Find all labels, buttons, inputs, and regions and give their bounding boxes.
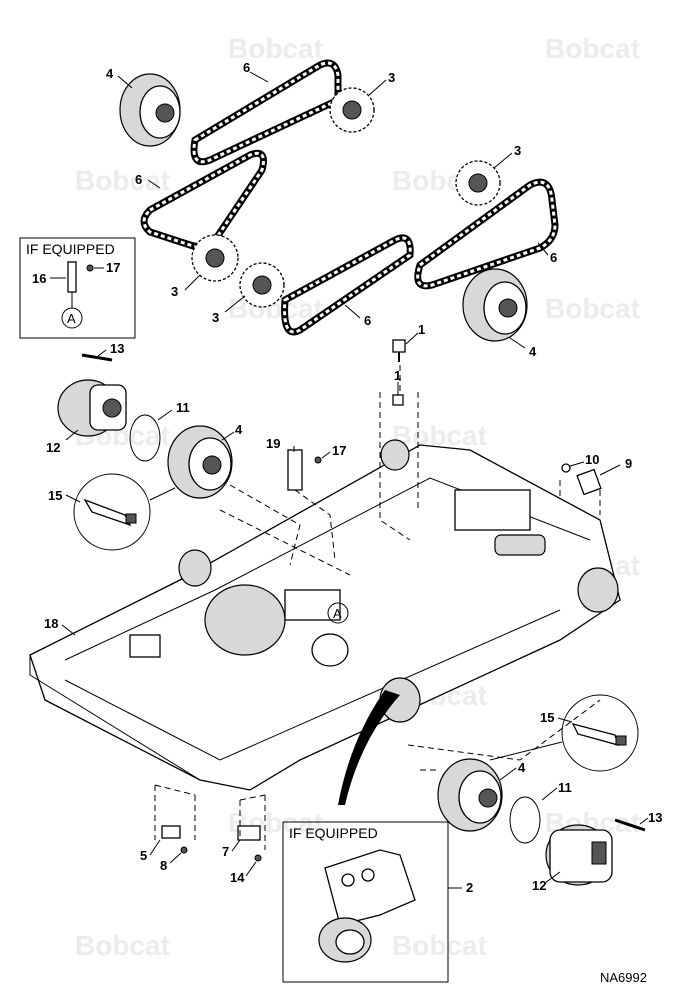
bolt-left xyxy=(81,353,113,362)
clip-item-9 xyxy=(576,468,602,496)
drive-hub-left xyxy=(167,425,233,499)
drive-chain-right xyxy=(414,178,559,290)
watermark-text: Bobcat xyxy=(75,930,170,961)
inset-if-equipped-top: IF EQUIPPED A xyxy=(19,237,136,339)
drive-hub-right xyxy=(462,268,528,342)
callout-label: 11 xyxy=(176,400,190,415)
callout-label: 16 xyxy=(32,271,46,286)
callout-label: 15 xyxy=(540,710,554,725)
drive-hub-upper-left xyxy=(119,73,181,147)
callout-label: 13 xyxy=(648,810,662,825)
callout-label: 4 xyxy=(235,422,243,437)
callout-label: 17 xyxy=(106,260,120,275)
axle-tube-right xyxy=(577,567,619,613)
callout-label: 8 xyxy=(160,858,167,873)
hydraulic-motor-right xyxy=(545,824,613,886)
callout-label: 17 xyxy=(332,443,346,458)
figure-id: NA6992 xyxy=(600,970,647,985)
callout-label: 12 xyxy=(46,440,60,455)
axle-tube-rear xyxy=(380,439,410,471)
inset-ref-letter: A xyxy=(67,311,76,326)
callout-label: 3 xyxy=(212,310,219,325)
inset-title: IF EQUIPPED xyxy=(289,825,378,841)
callout-label: 6 xyxy=(364,313,371,328)
sprocket-upper xyxy=(329,87,375,133)
plate-item-5 xyxy=(161,825,181,839)
drive-hub-bottom-right xyxy=(437,758,503,832)
callout-label: 13 xyxy=(110,341,124,356)
callout-label: 12 xyxy=(532,878,546,893)
frame-ref-letter: A xyxy=(333,606,342,621)
screw-item-8 xyxy=(180,846,188,854)
o-ring-left xyxy=(129,414,161,462)
bolt-right xyxy=(614,818,646,832)
grease-tube-detail-right xyxy=(489,694,639,772)
main-frame xyxy=(29,439,621,791)
frame-cross-tube xyxy=(204,584,286,656)
frame-access-plate xyxy=(454,489,531,531)
callout-label: 10 xyxy=(585,452,599,467)
callout-label: 3 xyxy=(514,143,521,158)
washer-item-10 xyxy=(561,463,571,473)
callout-label: 3 xyxy=(388,70,395,85)
bolt-top xyxy=(392,339,406,362)
callout-label: 6 xyxy=(243,60,250,75)
watermark-text: Bobcat xyxy=(75,165,170,196)
bracket-item-19 xyxy=(287,449,303,491)
screw-item-17 xyxy=(314,456,322,464)
axle-tube-left xyxy=(178,549,212,587)
callout-label: 4 xyxy=(529,344,537,359)
callout-label: 1 xyxy=(394,368,401,383)
watermark-text: Bobcat xyxy=(545,33,640,64)
o-ring-right xyxy=(509,796,541,844)
callout-label: 9 xyxy=(625,456,632,471)
callout-label: 7 xyxy=(222,844,229,859)
inset-if-equipped-bottom: IF EQUIPPED xyxy=(282,690,462,983)
watermark-text: Bobcat xyxy=(228,33,323,64)
callout-label: 6 xyxy=(550,250,557,265)
drive-chain-middle xyxy=(281,234,414,336)
callout-label: 6 xyxy=(135,172,142,187)
callout-labels: 4 6 3 6 3 3 3 6 6 4 16 17 13 1 1 11 4 12… xyxy=(32,60,662,895)
hydraulic-motor-left xyxy=(57,379,127,437)
callout-label: 4 xyxy=(518,760,526,775)
callout-label: 4 xyxy=(106,66,114,81)
grease-tube-detail-left xyxy=(73,473,176,551)
sprocket-left-lower xyxy=(191,234,239,282)
callout-label: 19 xyxy=(266,436,280,451)
callout-label: 11 xyxy=(558,780,572,795)
bolt-middle xyxy=(392,394,404,406)
watermark-text: Bobcat xyxy=(392,420,487,451)
watermark-text: Bobcat xyxy=(392,930,487,961)
callout-label: 14 xyxy=(230,870,245,885)
inset-bracket xyxy=(67,261,77,293)
sprocket-center-lower xyxy=(239,262,285,308)
callout-label: 2 xyxy=(466,880,473,895)
screw-item-14 xyxy=(254,854,262,862)
leader-lines xyxy=(50,71,649,884)
assembly-lines xyxy=(154,365,601,850)
callout-label: 3 xyxy=(171,284,178,299)
frame-bracket xyxy=(129,634,161,658)
watermark-text: Bobcat xyxy=(545,293,640,324)
callout-label: 18 xyxy=(44,616,58,631)
plate-item-7 xyxy=(237,825,261,841)
callout-label: 15 xyxy=(48,488,62,503)
drive-chain-upper xyxy=(190,59,342,166)
frame-ref-marker: A xyxy=(327,602,349,624)
callout-label: 5 xyxy=(140,848,147,863)
callout-label: 1 xyxy=(418,322,425,337)
frame-access-plate xyxy=(284,589,341,621)
sprocket-right-upper xyxy=(455,160,501,206)
inset-title: IF EQUIPPED xyxy=(26,241,115,257)
inset-ref-circle xyxy=(61,307,83,329)
